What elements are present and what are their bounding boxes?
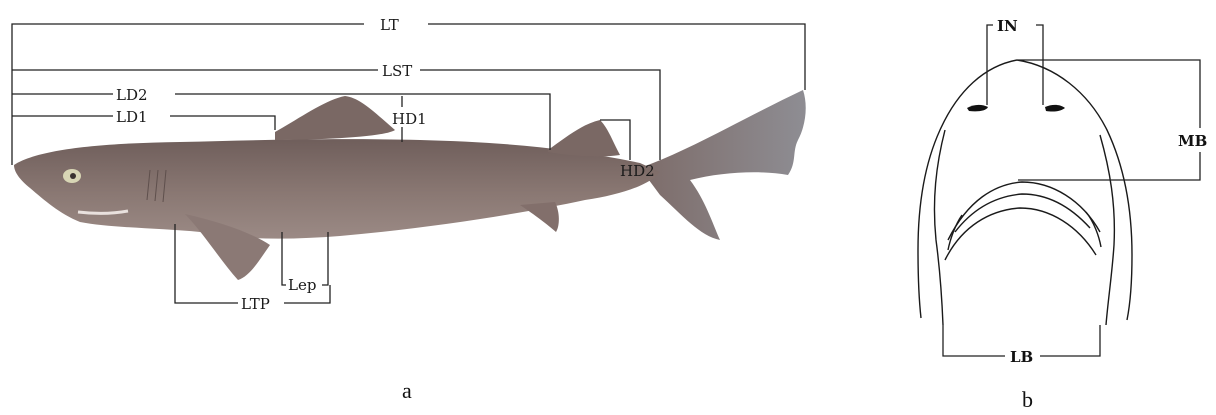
- mouth-arc-inner: [945, 208, 1096, 260]
- snout-outline: [918, 60, 1017, 318]
- label-ld1: LD1: [116, 108, 148, 126]
- panel-a: LT LST LD2 LD1 HD1 HD2 Lep LTP a: [12, 16, 806, 403]
- label-ltp: LTP: [241, 295, 270, 313]
- inner-left-contour: [934, 130, 945, 325]
- label-hd2: HD2: [620, 162, 655, 180]
- mb-line: [1018, 60, 1200, 180]
- shark-pupil: [70, 173, 76, 179]
- second-dorsal-fin: [548, 120, 620, 156]
- head-outline: [918, 60, 1132, 325]
- label-lb: LB: [1010, 348, 1033, 366]
- caption-a: a: [402, 378, 412, 403]
- pelvic-fin: [520, 202, 559, 232]
- first-dorsal-fin: [275, 96, 395, 140]
- label-lt: LT: [380, 16, 399, 34]
- inner-right-contour: [1100, 135, 1114, 325]
- panel-b: IN MB LB b: [918, 17, 1207, 412]
- nostril-left: [967, 105, 988, 111]
- label-lst: LST: [382, 62, 412, 80]
- label-lep: Lep: [288, 276, 316, 294]
- snout-outline-right: [1017, 60, 1132, 320]
- caudal-fin: [640, 90, 806, 240]
- label-hd1: HD1: [392, 110, 427, 128]
- caption-b: b: [1022, 387, 1033, 412]
- label-mb: MB: [1178, 132, 1207, 150]
- label-ld2: LD2: [116, 86, 148, 104]
- nostril-right: [1045, 105, 1065, 112]
- label-in: IN: [997, 17, 1018, 35]
